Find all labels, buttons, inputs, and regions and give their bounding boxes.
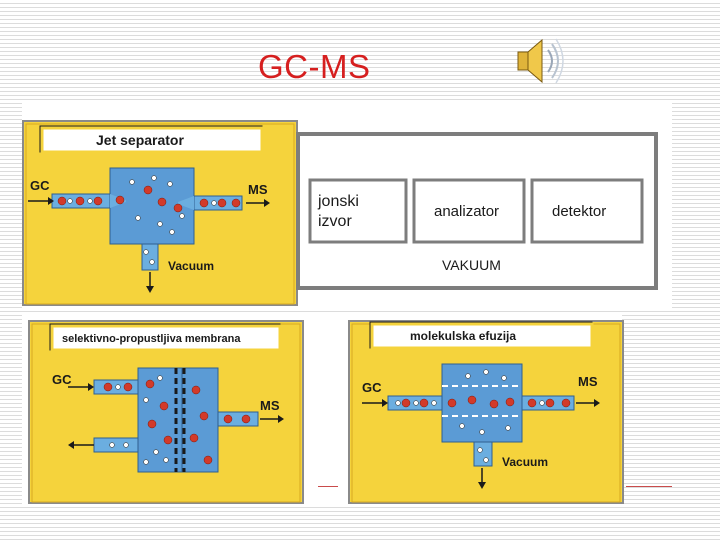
ms-label: MS <box>578 374 598 389</box>
ms-system-diagram: jonski izvor analizator detektor VAKUUM <box>296 132 658 290</box>
analyzer-label: analizator <box>434 203 499 220</box>
membrane-title: selektivno-propustljiva membrana <box>62 333 241 345</box>
jet-separator-title: Jet separator <box>96 132 184 148</box>
effusion-title: molekulska efuzija <box>410 329 516 343</box>
detector-label: detektor <box>552 203 606 220</box>
ms-label: MS <box>260 398 280 413</box>
vacuum-label: Vacuum <box>168 259 214 273</box>
effusion-panel: molekulska efuzija GC MS Vacuum <box>348 320 624 504</box>
vacuum-label: Vacuum <box>502 455 548 469</box>
gc-label: GC <box>362 380 382 395</box>
membrane-panel: selektivno-propustljiva membrana GC MS <box>28 320 304 504</box>
ion-source-label: jonski izvor <box>317 193 363 230</box>
speaker-icon[interactable] <box>512 36 570 86</box>
gc-label: GC <box>52 372 72 387</box>
ms-label: MS <box>248 182 268 197</box>
jet-separator-panel: Jet separator GC MS Va <box>22 120 298 306</box>
gc-label: GC <box>30 178 50 193</box>
divider-line <box>318 486 338 487</box>
divider-line <box>626 486 672 487</box>
vacuum-label: VAKUUM <box>442 257 501 273</box>
slide-title: GC-MS <box>258 48 371 85</box>
